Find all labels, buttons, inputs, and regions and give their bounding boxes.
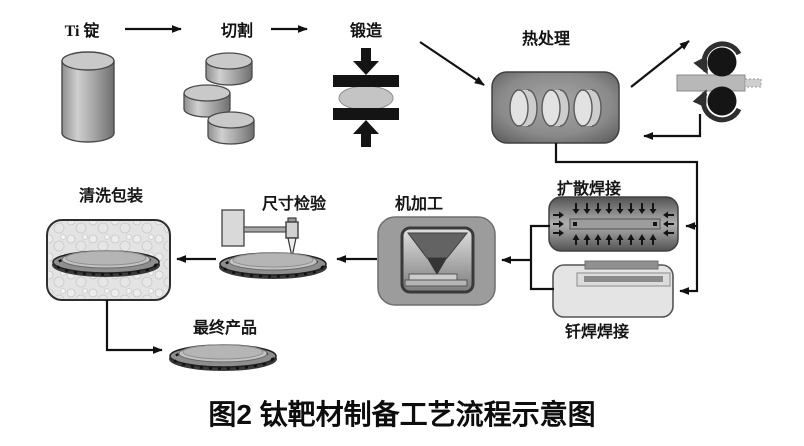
node-machining: 机加工: [377, 194, 496, 306]
target-disc-icon: [217, 251, 329, 281]
pressure-arrows-left: [553, 211, 564, 237]
node-cleaning-packaging: 清洗包装: [46, 186, 171, 301]
arrow-forging-to-heat: [419, 41, 485, 86]
target-disc-icon: [167, 343, 279, 373]
cutting-label: 切割: [221, 21, 253, 40]
node-diffusion-welding: 扩散焊接: [548, 179, 679, 252]
node-forging: 锻造: [333, 21, 399, 147]
brazing-welding-label: 钎焊焊接: [565, 322, 629, 341]
dial-probe-over-disc-icon: [217, 209, 329, 281]
node-ti-ingot: Ti 锭: [61, 21, 115, 143]
arrow-packaging-to-final: [105, 300, 163, 354]
node-brazing-welding: 钎焊焊接: [552, 260, 674, 341]
machining-label: 机加工: [395, 194, 443, 213]
billet-icon: [509, 89, 538, 127]
inspection-label: 尺寸检验: [262, 194, 327, 213]
connector-welding-collector: [529, 224, 554, 291]
cylinder-ingot-icon: [61, 51, 115, 143]
press-forge-icon: [333, 48, 399, 147]
brazing-fixture-icon: [552, 260, 674, 318]
heat-treatment-label: 热处理: [522, 29, 570, 48]
cleaning-packaging-label: 清洗包装: [79, 186, 143, 205]
arrow-rolling-to-heat: [643, 114, 702, 140]
top-roller-icon: [707, 47, 737, 77]
ti-ingot-label: Ti 锭: [65, 21, 100, 40]
node-inspection: 尺寸检验: [217, 194, 329, 281]
node-final-product: 最终产品: [167, 318, 279, 373]
pressure-arrows-right: [663, 211, 674, 237]
bottom-roller-icon: [707, 86, 737, 116]
node-cutting: 切割: [183, 21, 255, 145]
final-product-label: 最终产品: [193, 318, 257, 337]
figure-caption: 图2 钛靶材制备工艺流程示意图: [208, 398, 595, 430]
diffusion-welding-label: 扩散焊接: [557, 179, 621, 198]
pressure-chamber-icon: [548, 196, 679, 252]
node-rolling: [676, 41, 762, 123]
arrow-heat-to-diffusion: [554, 143, 699, 230]
sliced-discs-icon: [183, 52, 255, 145]
node-heat-treatment: 热处理: [491, 29, 620, 144]
billet-icon: [541, 89, 570, 127]
rotation-arrow-icon: [692, 89, 742, 123]
rotation-arrow-icon: [693, 41, 742, 75]
machining-tool-icon: [377, 216, 496, 306]
billet-icon: [573, 89, 602, 127]
rolling-mill-icon: [676, 41, 762, 123]
flow-arrows: [105, 25, 702, 354]
foam-packed-disc-icon: [46, 219, 171, 301]
arrow-heat-to-rolling: [630, 40, 690, 88]
arrow-heat-to-brazing: [679, 226, 699, 295]
forging-label: 锻造: [350, 21, 383, 40]
furnace-with-billets-icon: [491, 71, 620, 144]
target-disc-icon: [50, 249, 162, 279]
